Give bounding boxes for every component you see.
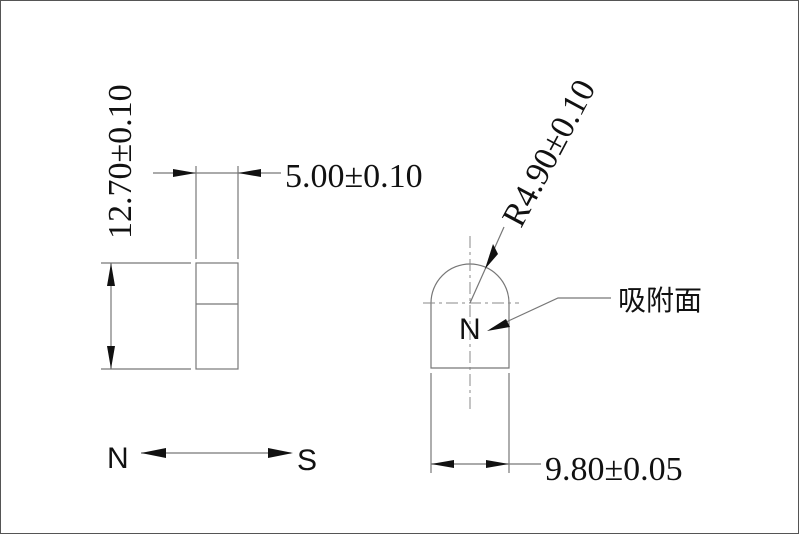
arrow-icon (107, 346, 115, 369)
radius-dimension: R4.90±0.10 (495, 74, 603, 233)
height-dimension: 12.70±0.10 (102, 84, 139, 239)
surface-leader (490, 297, 611, 330)
front-pole-label: N (459, 313, 481, 346)
front-view: 9.80±0.05 R4.90±0.10 N 吸附面 (423, 74, 702, 488)
front-view-body (430, 263, 510, 369)
thickness-dimension: 5.00±0.10 (285, 158, 423, 195)
arrow-icon (431, 460, 454, 468)
arrow-icon (173, 169, 196, 177)
arrow-left-icon (141, 448, 166, 458)
arrow-icon (486, 460, 509, 468)
pole-direction: N S (107, 442, 317, 477)
south-pole-label: S (297, 444, 317, 477)
arrow-icon (487, 319, 510, 331)
adsorption-surface-label: 吸附面 (618, 284, 702, 317)
arrow-icon (107, 263, 115, 286)
width-dimension: 9.80±0.05 (545, 451, 683, 488)
side-view: 5.00±0.10 12.70±0.10 (101, 84, 423, 370)
arrow-icon (485, 244, 498, 269)
arrow-icon (238, 169, 261, 177)
north-pole-label: N (107, 442, 129, 475)
arrow-right-icon (268, 448, 293, 458)
side-view-body (195, 262, 239, 370)
